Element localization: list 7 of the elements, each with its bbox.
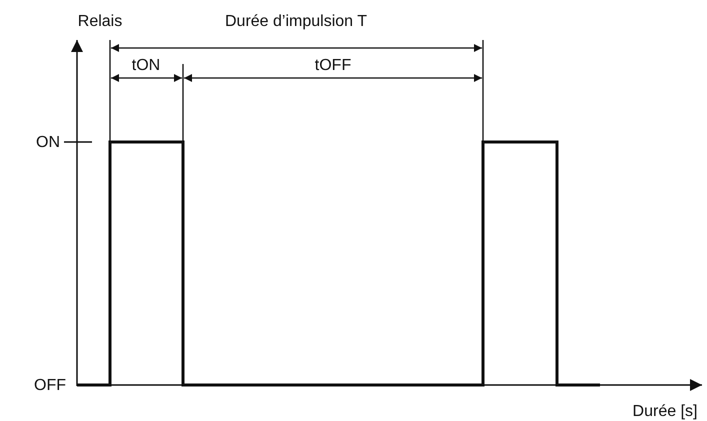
tick-label: OFF: [34, 378, 66, 394]
tick-label: ON: [36, 135, 60, 151]
dimension-label: Durée d’impulsion T: [225, 14, 367, 30]
axis-label: Durée [s]: [632, 404, 698, 420]
dimension-label: tON: [132, 58, 160, 74]
dimension-label: tOFF: [314, 58, 352, 74]
axis-label: Relais: [78, 14, 122, 30]
